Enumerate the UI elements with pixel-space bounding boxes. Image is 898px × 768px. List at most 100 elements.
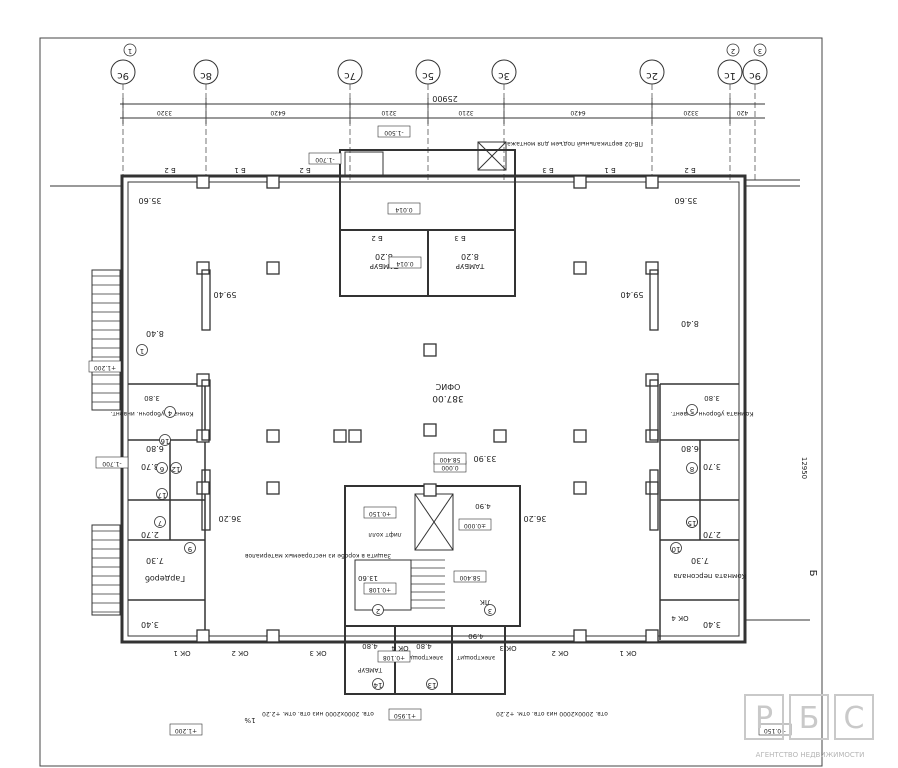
- axis-label: 7с: [344, 70, 356, 81]
- room-number-circle: [156, 488, 168, 500]
- room-number-circle: [372, 604, 384, 616]
- axis-label: 3с: [498, 70, 510, 81]
- level-box: [363, 506, 397, 519]
- dim-segment: 420: [737, 109, 749, 116]
- column: [573, 175, 587, 189]
- gutter-label: ОК 4: [671, 614, 689, 622]
- gutter-label: ОК 1: [173, 649, 190, 657]
- area-value: 35.60: [675, 196, 698, 205]
- room-number-circle: [686, 462, 698, 474]
- beam-label: Б 2: [164, 166, 175, 174]
- room-number-circle: [686, 516, 698, 528]
- room-name-clean-right: Комната уборочн. инвент.: [670, 410, 753, 417]
- level-value: 0.000: [441, 464, 458, 471]
- room-name-el2: электрощит: [456, 654, 495, 661]
- dim-total: 25900: [432, 94, 457, 103]
- room-name-lift: лифт холл: [368, 531, 401, 538]
- room-number: 17: [158, 491, 167, 499]
- column: [645, 629, 659, 643]
- axis-bubble-small: [726, 43, 740, 57]
- beam-label: Б 2: [371, 234, 382, 242]
- wall-pier: [649, 469, 659, 531]
- watermark-letter-2: Б: [799, 701, 820, 736]
- level-box: [458, 518, 492, 531]
- axis-label: 9с: [749, 70, 761, 81]
- level-value: ±0.000: [464, 522, 486, 529]
- room-name-clean-left: Комната уборочн. инвент.: [110, 410, 193, 417]
- room-area-shaft: 4.90: [475, 502, 491, 510]
- column: [196, 261, 210, 275]
- column: [266, 175, 280, 189]
- area-value: 35.60: [139, 196, 162, 205]
- wall-pier: [649, 379, 659, 441]
- dim-segment: 6420: [270, 109, 285, 116]
- room-number-circle: [426, 678, 438, 690]
- dim-right: 12950: [800, 457, 808, 479]
- sheet-frame: [39, 37, 823, 767]
- watermark-letter-3: С: [844, 701, 865, 736]
- area-value: 36.20: [219, 514, 242, 523]
- room-area-clean-right: 3.80: [704, 394, 720, 402]
- room-number-circle: [164, 406, 176, 418]
- area-value: 3.70: [141, 462, 159, 471]
- level-box: [388, 256, 422, 269]
- axis-label-small: 2: [731, 47, 735, 55]
- room-area-lift: 13.60: [358, 574, 378, 582]
- room-number: 16: [160, 437, 169, 445]
- level-value: 58.400: [459, 574, 480, 581]
- column: [196, 175, 210, 189]
- level-value: +0.108: [383, 654, 405, 661]
- gutter-label: ОК 3: [309, 649, 326, 657]
- room-name-wardrobe: Гардероб: [145, 574, 185, 583]
- room-number: 9: [188, 545, 192, 553]
- gutter-label: ОК 3: [499, 644, 516, 652]
- room-number-circle: [170, 462, 182, 474]
- left-utility-rooms: [128, 383, 206, 640]
- beam-label: Б 2: [299, 166, 310, 174]
- column: [266, 629, 280, 643]
- level-value: +1.950: [394, 712, 416, 719]
- room-area-staff: 7.30: [691, 556, 709, 565]
- right-utility-rooms: [659, 383, 739, 640]
- level-box: [453, 570, 487, 583]
- dim-segment: 3320: [683, 109, 698, 116]
- level-value: +0.108: [369, 586, 391, 593]
- room-number-circle: [184, 542, 196, 554]
- room-number: 13: [428, 681, 437, 689]
- level-box: [387, 202, 421, 215]
- column: [573, 481, 587, 495]
- beam-label: Б 1: [604, 166, 615, 174]
- room-number: 1: [140, 347, 144, 355]
- room-number-circle: [686, 404, 698, 416]
- column: [645, 481, 659, 495]
- level-value: +1.200: [94, 364, 116, 371]
- level-value: -1.700: [102, 460, 122, 467]
- dim-segment: 3210: [381, 109, 396, 116]
- outer-walls: [50, 174, 810, 644]
- column: [423, 483, 437, 497]
- area-value: 3.40: [141, 620, 159, 629]
- level-box: [95, 456, 129, 469]
- level-marks: 0.000±0.0000.0140.014-1.500-1.700-1.700+…: [88, 125, 792, 736]
- room-area-clean-left: 3.80: [144, 394, 160, 402]
- note-slope: 1%: [244, 716, 255, 724]
- room-number-circle: [136, 344, 148, 356]
- axis-right: Б: [807, 570, 818, 577]
- dim-segment: 6420: [570, 109, 585, 116]
- area-value: 2.70: [141, 530, 159, 539]
- axis-label-small: 1: [128, 47, 132, 55]
- level-box: [169, 723, 203, 736]
- area-value: 59.40: [214, 290, 237, 299]
- level-value: -1.700: [315, 156, 335, 163]
- level-value: +0.150: [369, 510, 391, 517]
- room-number-circle: [156, 462, 168, 474]
- column: [348, 429, 362, 443]
- room-number: 2: [376, 607, 380, 615]
- wall-pier: [201, 379, 211, 441]
- column: [573, 629, 587, 643]
